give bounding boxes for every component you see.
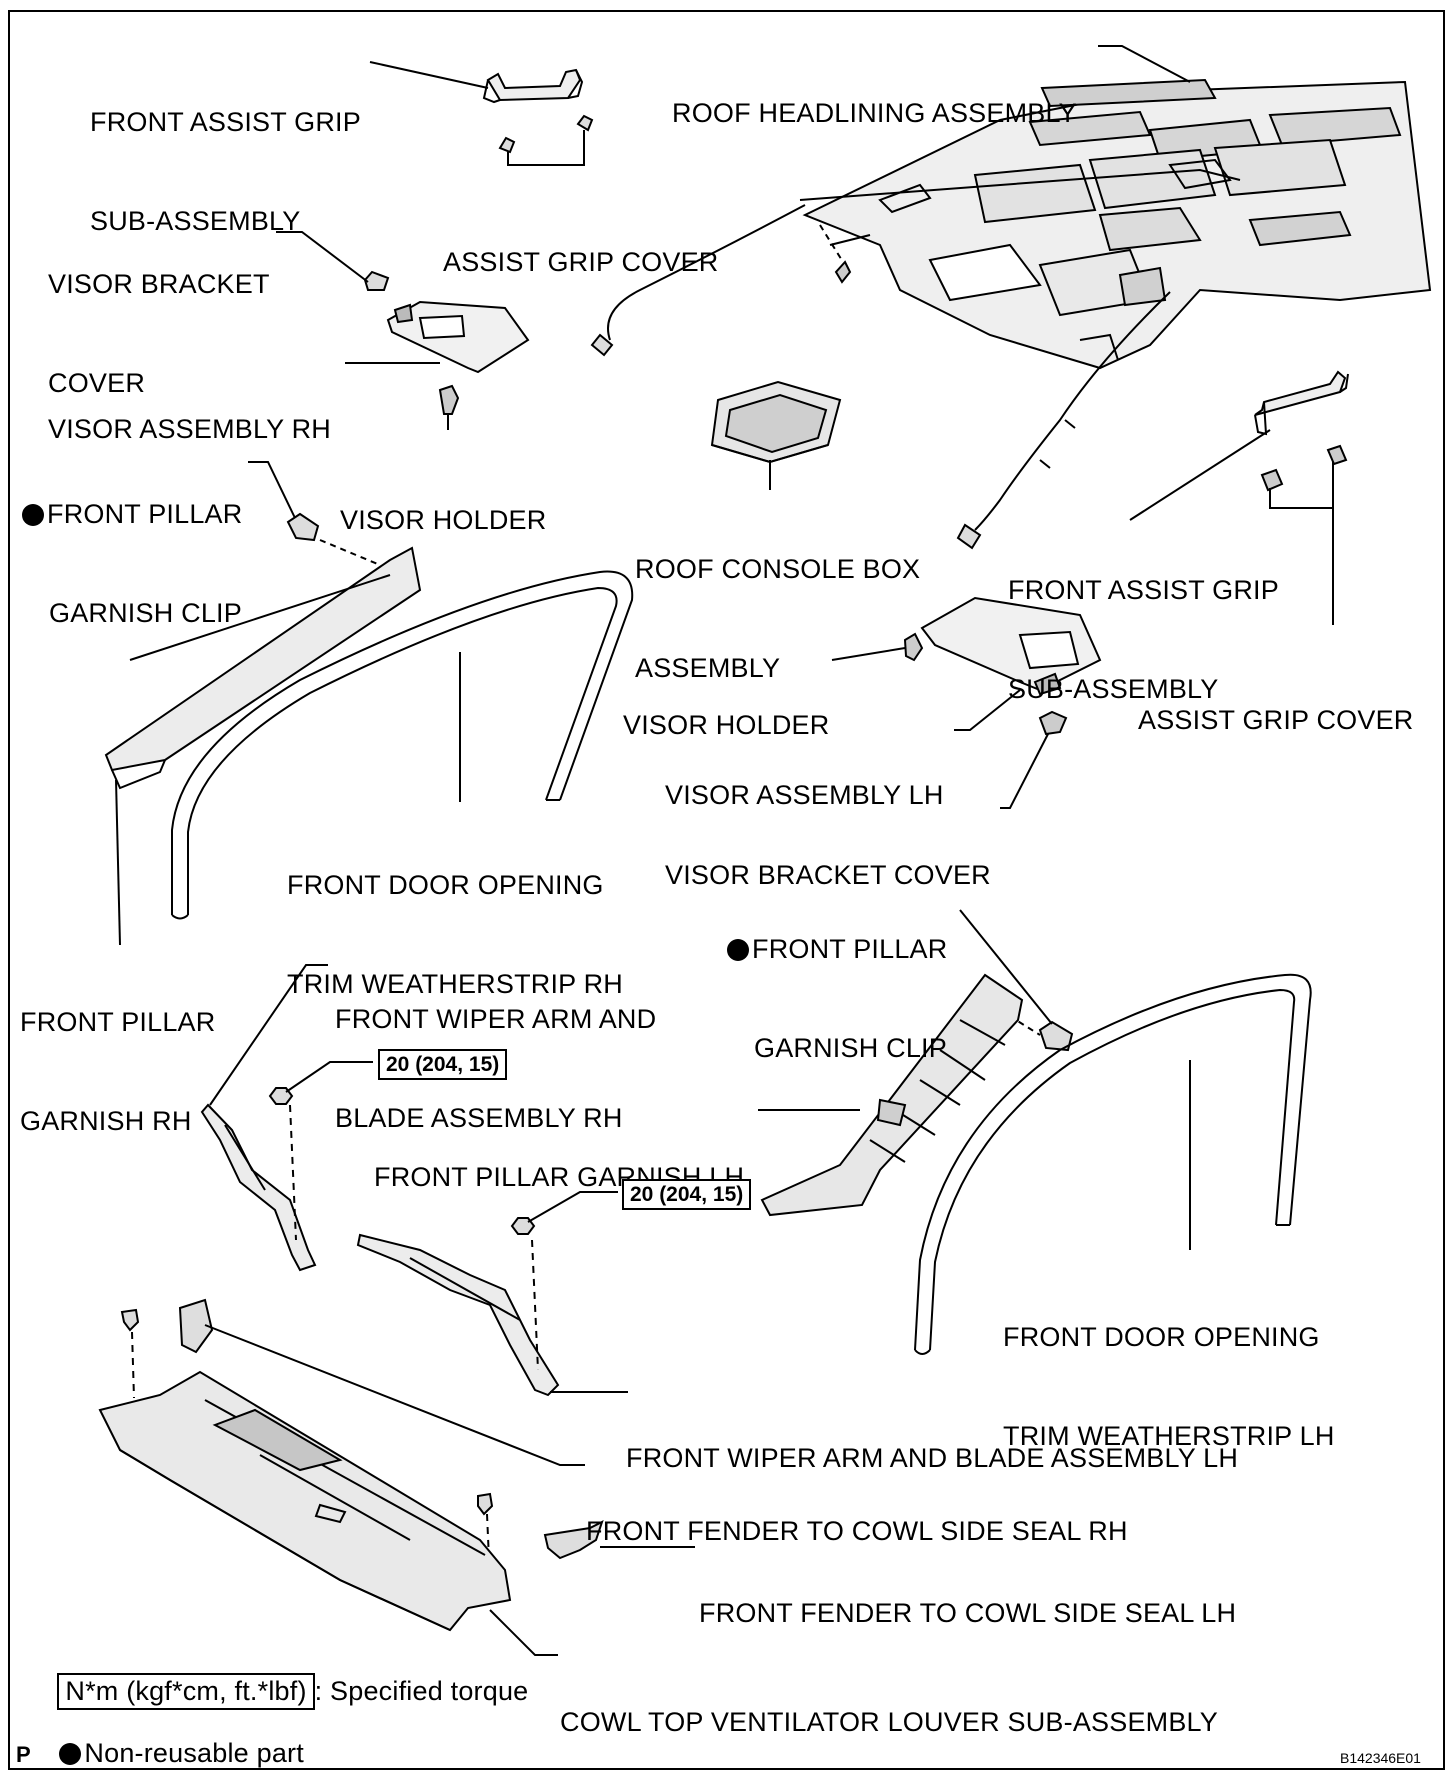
label-line: ASSIST GRIP COVER [1138,705,1414,735]
front-assist-grip-lh [1254,370,1349,436]
label-front-wiper-rh: FRONT WIPER ARM AND BLADE ASSEMBLY RH [335,937,656,1168]
front-wiper-arm-lh [356,1233,560,1397]
label-line: COWL TOP VENTILATOR LOUVER SUB-ASSEMBLY [560,1707,1218,1737]
legend-nonreusable-text: Non-reusable part [84,1738,304,1768]
assist-grip-cover-rh-part [498,136,516,154]
visor-bracket-cover-rh-part [363,270,390,291]
label-roof-console-box: ROOF CONSOLE BOX ASSEMBLY [635,487,920,718]
label-line: VISOR HOLDER [340,505,547,535]
label-front-pillar-garnish-clip-rh: FRONT PILLAR GARNISH CLIP [22,432,242,663]
label-line: BLADE ASSEMBLY RH [335,1103,623,1133]
label-line: VISOR ASSEMBLY LH [665,780,944,810]
legend-torque: N*m (kgf*cm, ft.*lbf): Specified torque [42,1640,528,1710]
front-door-weatherstrip-rh [171,570,634,920]
legend-torque-text: : Specified torque [314,1676,529,1706]
label-roof-headlining: ROOF HEADLINING ASSEMBLY [672,31,1077,163]
label-line: FRONT PILLAR [20,1007,216,1037]
non-reusable-dot-icon [22,504,44,526]
non-reusable-dot-icon [59,1743,82,1765]
label-line: SUB-ASSEMBLY [1008,674,1219,704]
label-line: FRONT WIPER ARM AND [335,1004,657,1034]
visor-bracket-cover-lh-part [1038,710,1068,736]
front-assist-grip-rh [482,68,584,104]
front-wiper-arm-rh [200,1103,317,1272]
leader-lines [115,45,1334,1656]
roof-console-box [710,380,842,464]
label-visor-holder-lh: VISOR HOLDER [623,643,829,775]
label-fender-seal-lh: FRONT FENDER TO COWL SIDE SEAL LH [699,1531,1236,1663]
label-assist-grip-cover-lh: ASSIST GRIP COVER [1138,638,1413,770]
non-reusable-dot-icon [727,939,749,961]
label-line: VISOR ASSEMBLY RH [48,414,331,444]
cowl-top-ventilator-louver [98,1370,512,1632]
torque-spec-rh: 20 (204, 15) [378,1049,508,1080]
label-front-assist-grip-lh: FRONT ASSIST GRIP SUB-ASSEMBLY [1008,508,1279,739]
fender-seal-lh-part [543,1520,604,1560]
label-line: FRONT WIPER ARM AND BLADE ASSEMBLY LH [626,1443,1239,1473]
assist-grip-cover-lh-part [1260,468,1284,492]
label-front-door-weatherstrip-lh: FRONT DOOR OPENING TRIM WEATHERSTRIP LH [1003,1255,1335,1486]
label-line: GARNISH CLIP [754,1033,947,1063]
front-pillar-garnish-clip-rh-part [286,512,320,542]
label-fender-seal-rh: FRONT FENDER TO COWL SIDE SEAL RH [586,1449,1128,1581]
front-pillar-garnish-clip-lh-part [1038,1020,1074,1052]
label-line: FRONT PILLAR [752,934,948,964]
label-line: TRIM WEATHERSTRIP RH [287,969,624,999]
label-line: VISOR BRACKET [48,269,270,299]
lh-wire-harness [974,291,1171,531]
label-visor-bracket-cover-lh: VISOR BRACKET COVER [665,793,991,925]
legend-unit-box: N*m (kgf*cm, ft.*lbf) [57,1673,315,1710]
roof-headlining-assembly [799,78,1432,370]
label-line: FRONT FENDER TO COWL SIDE SEAL RH [586,1516,1128,1546]
label-front-door-weatherstrip-rh: FRONT DOOR OPENING TRIM WEATHERSTRIP RH [287,803,623,1034]
label-line: ASSEMBLY [635,653,781,683]
front-door-weatherstrip-lh [914,973,1312,1355]
label-line: VISOR BRACKET COVER [665,860,991,890]
label-front-pillar-garnish-rh: FRONT PILLAR GARNISH RH [20,940,215,1171]
label-line: VISOR HOLDER [623,710,830,740]
label-line: FRONT ASSIST GRIP [90,107,361,137]
label-line: FRONT PILLAR [47,499,243,529]
label-line: TRIM WEATHERSTRIP LH [1003,1421,1335,1451]
label-cowl-louver: COWL TOP VENTILATOR LOUVER SUB-ASSEMBLY [560,1640,1218,1772]
fender-seal-rh-part [178,1298,214,1354]
visor-holder-rh-part [438,384,460,415]
label-line: SUB-ASSEMBLY [90,206,301,236]
footer-code: P [16,1742,31,1767]
label-line: ASSIST GRIP COVER [443,247,719,277]
label-front-assist-grip-rh: FRONT ASSIST GRIP SUB-ASSEMBLY [90,40,361,271]
label-line: COVER [48,368,146,398]
label-front-wiper-lh: FRONT WIPER ARM AND BLADE ASSEMBLY LH [626,1376,1238,1508]
label-line: FRONT FENDER TO COWL SIDE SEAL LH [699,1598,1237,1628]
label-visor-assembly-rh: VISOR ASSEMBLY RH [48,347,331,479]
visor-assembly-lh [920,596,1102,696]
visor-assembly-rh [386,300,530,374]
legend-nonreusable: Non-reusable part [44,1704,304,1770]
label-visor-bracket-cover-rh: VISOR BRACKET COVER [48,202,270,433]
label-line: ROOF HEADLINING ASSEMBLY [672,98,1077,128]
label-visor-holder-rh: VISOR HOLDER [340,438,546,570]
label-line: FRONT DOOR OPENING [1003,1322,1320,1352]
label-line: FRONT DOOR OPENING [287,870,604,900]
diagram-frame [8,10,1445,1770]
front-pillar-garnish-rh [104,546,422,790]
front-pillar-garnish-lh [760,973,1024,1217]
label-line: ROOF CONSOLE BOX [635,554,921,584]
label-line: GARNISH CLIP [49,598,242,628]
label-line: FRONT ASSIST GRIP [1008,575,1279,605]
label-visor-assembly-lh: VISOR ASSEMBLY LH [665,713,944,845]
figure-id: B142346E01 [1340,1750,1421,1766]
label-front-pillar-garnish-clip-lh: FRONT PILLAR GARNISH CLIP [727,867,947,1098]
visor-holder-lh-part [903,632,924,662]
rh-wire-harness [607,204,806,341]
label-assist-grip-cover-rh: ASSIST GRIP COVER [443,180,718,312]
label-line: GARNISH RH [20,1106,192,1136]
torque-spec-lh: 20 (204, 15) [622,1179,752,1210]
